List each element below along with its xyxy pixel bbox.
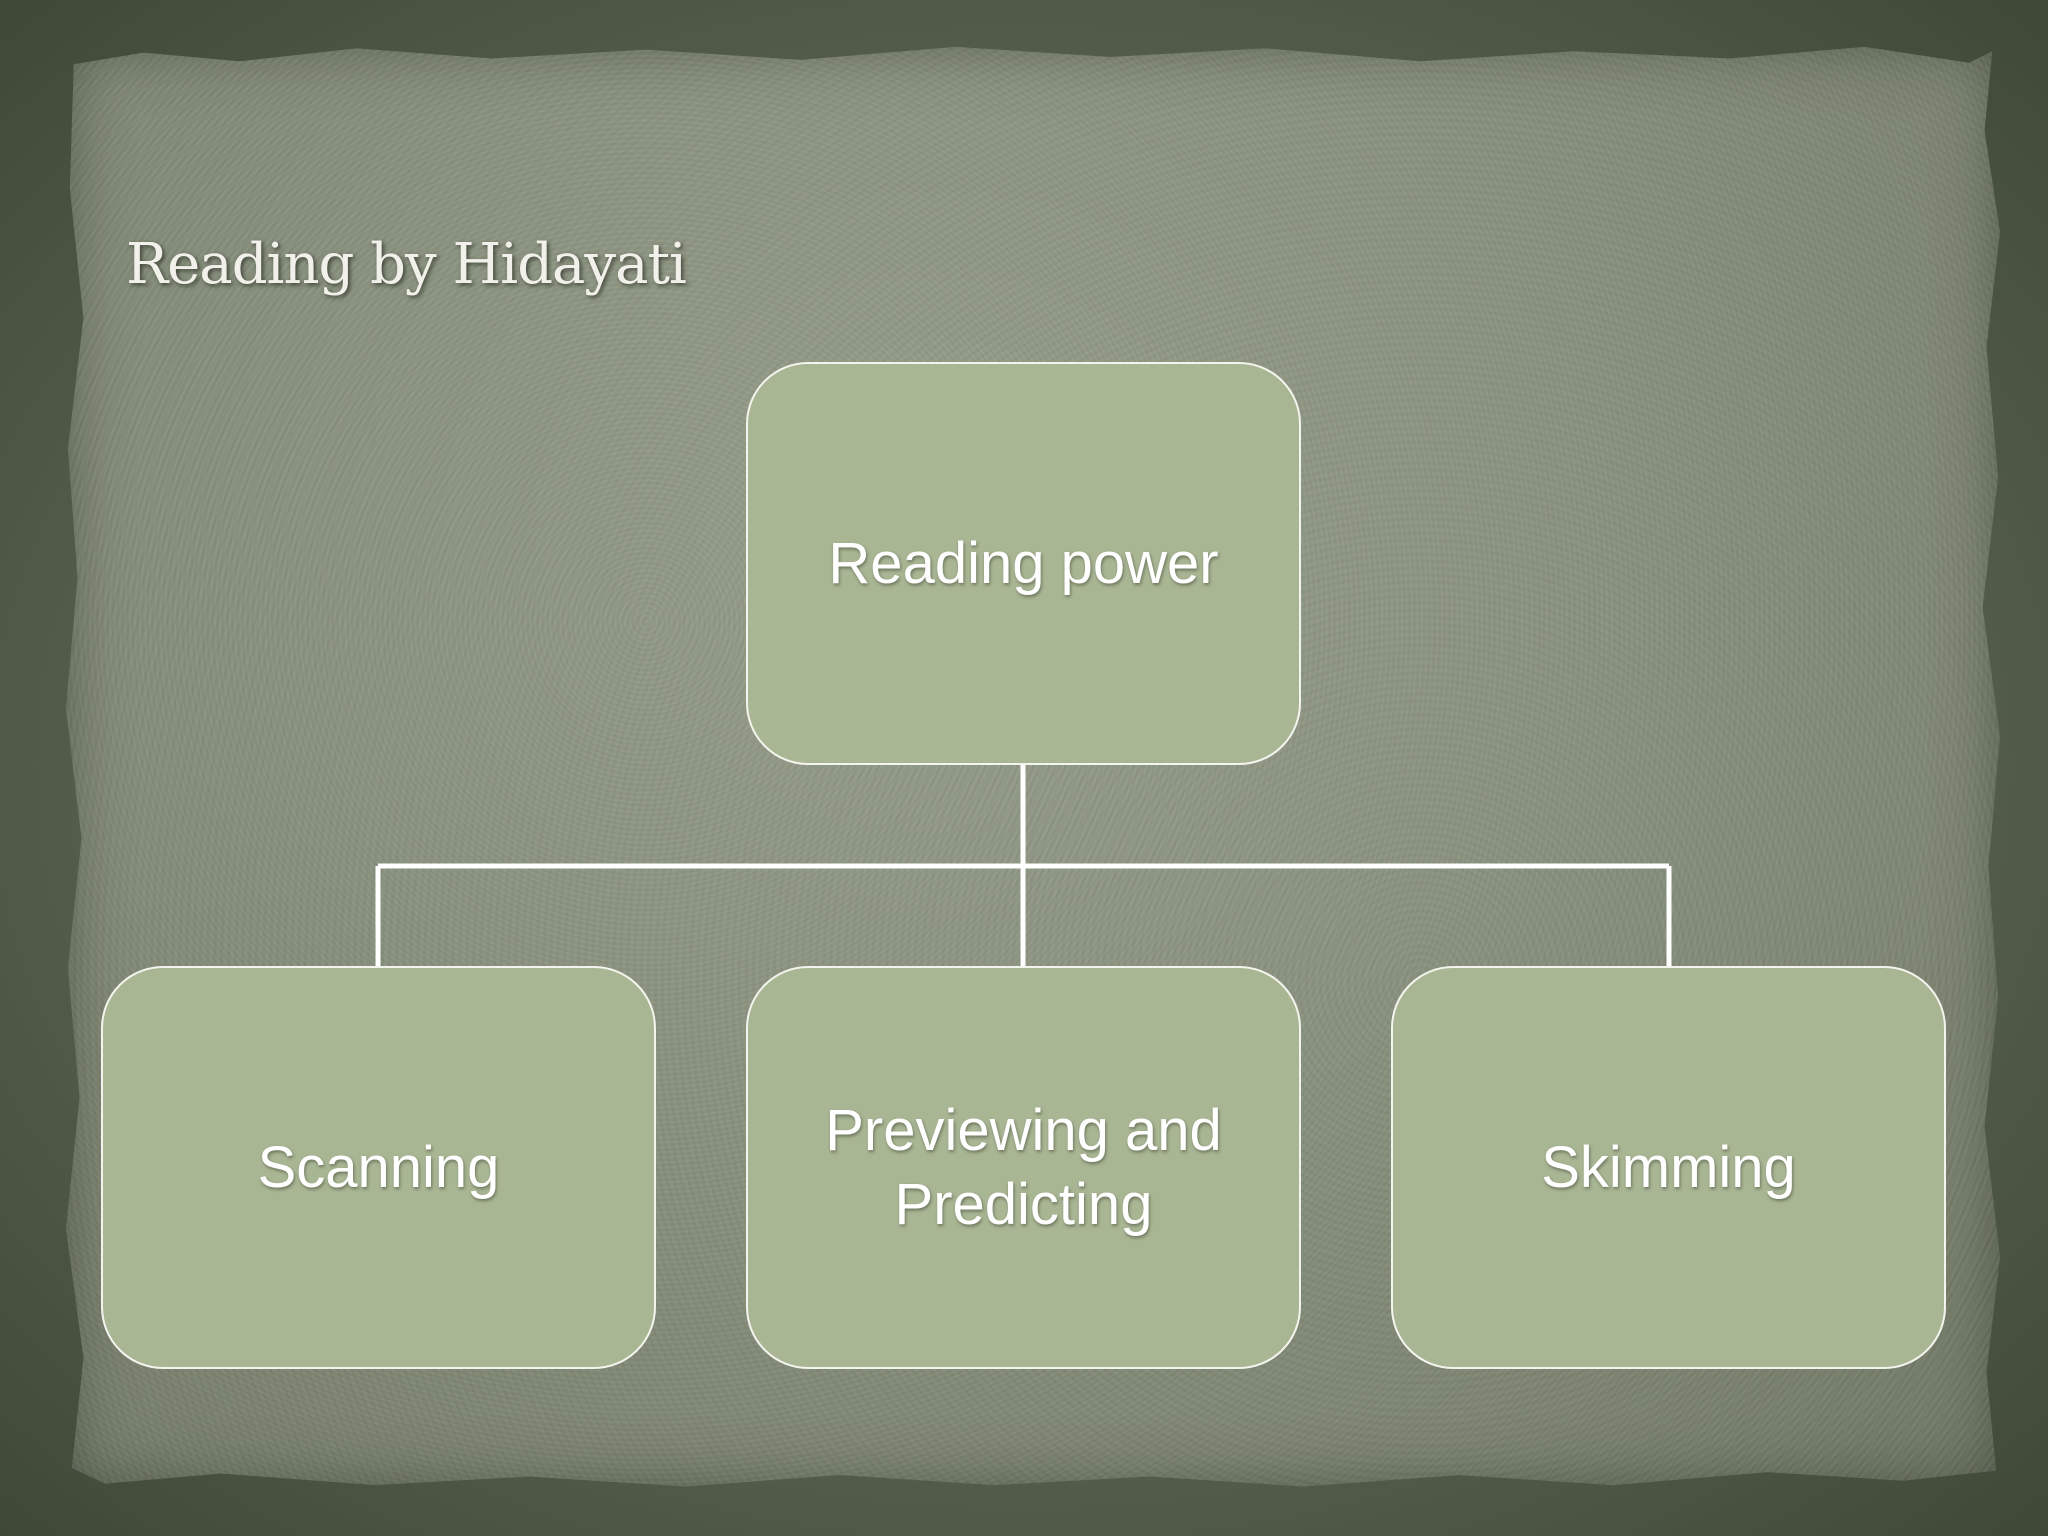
node-skimming-label: Skimming [1541, 1134, 1796, 1200]
node-reading-power-label: Reading power [828, 530, 1219, 596]
node-previewing-and-predicting: Previewing and Predicting [746, 966, 1301, 1369]
node-skimming: Skimming [1391, 966, 1946, 1369]
node-reading-power: Reading power [746, 362, 1301, 765]
node-scanning-label: Scanning [257, 1134, 500, 1200]
node-previewing-and-predicting-label: Previewing and Predicting [825, 1097, 1222, 1237]
node-scanning: Scanning [101, 966, 656, 1369]
slide-title: Reading by Hidayati [126, 232, 687, 297]
